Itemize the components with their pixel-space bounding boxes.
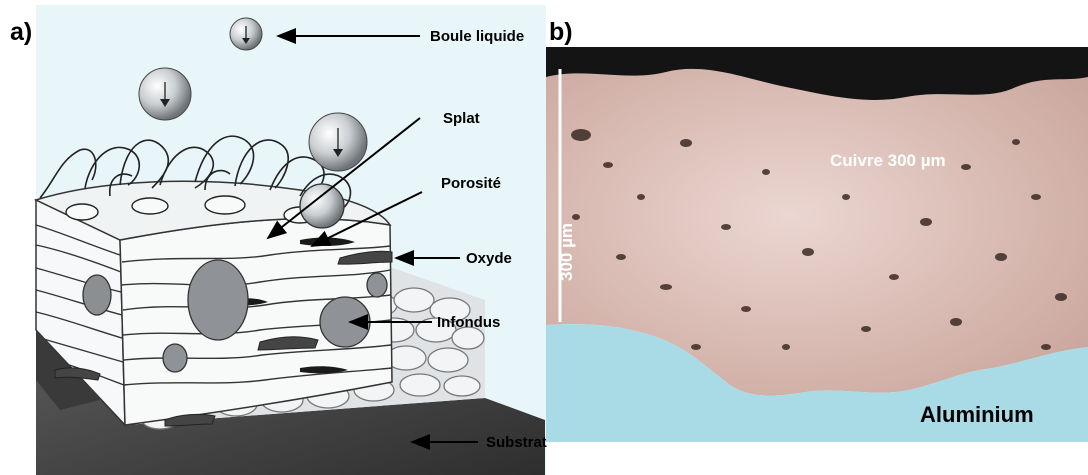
droplet-small	[230, 18, 262, 50]
aluminium-label: Aluminium	[920, 402, 1034, 428]
scale-bar-label: 300 µm	[557, 197, 577, 307]
unmelted-particle	[83, 275, 111, 315]
impacting-droplet	[300, 184, 344, 228]
droplet-medium	[139, 68, 191, 120]
callout-infondus: Infondus	[437, 314, 500, 331]
micrograph-render	[546, 47, 1088, 442]
droplet-large	[309, 113, 367, 171]
coating-diagram: Boule liquide Splat Porosité Oxyde Infon…	[0, 0, 570, 475]
callout-splat: Splat	[443, 110, 480, 127]
callout-substrat: Substrat	[486, 434, 547, 451]
callout-oxyde: Oxyde	[466, 250, 512, 267]
copper-coating-label: Cuivre 300 µm	[830, 151, 946, 171]
callout-porosite: Porosité	[441, 175, 501, 192]
micrograph-image: 300 µm Cuivre 300 µm Aluminium	[546, 47, 1088, 442]
callout-boule-liquide: Boule liquide	[430, 28, 524, 45]
